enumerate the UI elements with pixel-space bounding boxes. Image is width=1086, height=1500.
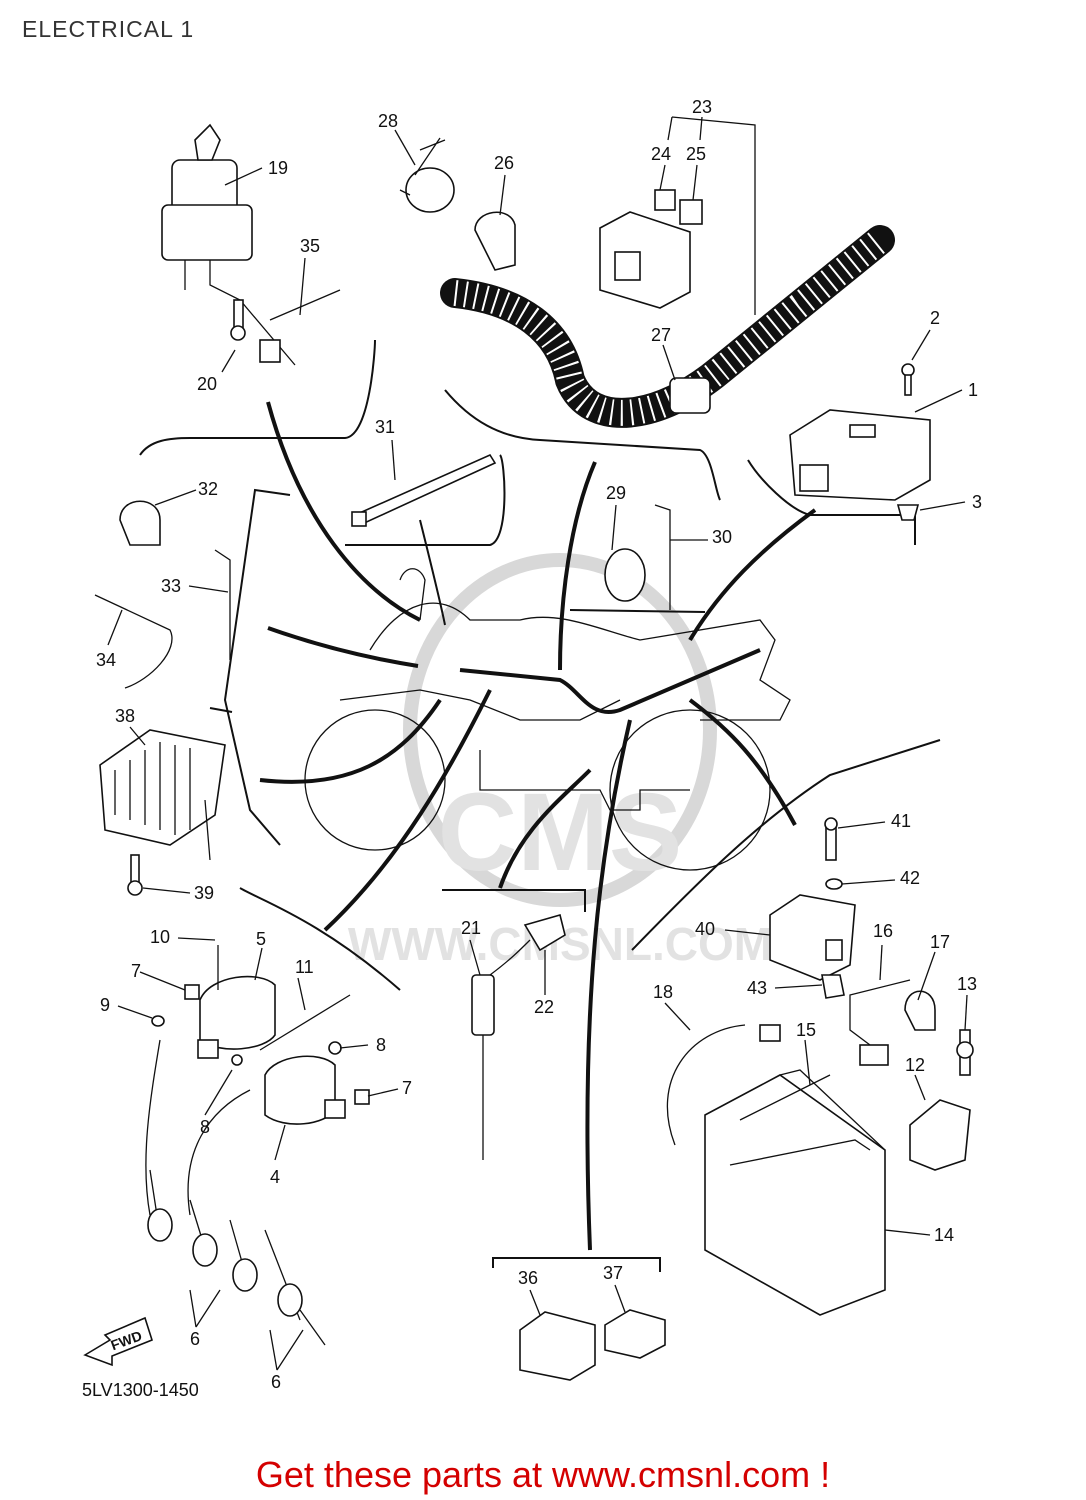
clip-32-part (119, 500, 161, 546)
ignition-coil-5-part (145, 945, 276, 1216)
starter-relay-12-part (909, 1099, 971, 1171)
cable-tie-11-part (259, 994, 351, 1051)
callout-11: 11 (295, 957, 314, 977)
callout-8b: 8 (200, 1117, 210, 1137)
diagram-code: 5LV1300-1450 (82, 1380, 199, 1400)
clamp-7b-part (354, 1089, 370, 1105)
callout-20: 20 (197, 374, 217, 394)
hose-clamp-part (399, 137, 455, 213)
nut-9-part (151, 1015, 165, 1027)
callout-40: 40 (695, 919, 715, 939)
callout-24: 24 (651, 144, 671, 164)
callout-6b: 6 (271, 1372, 281, 1392)
callout-15: 15 (796, 1020, 816, 1040)
callout-12: 12 (905, 1055, 925, 1075)
callout-7a: 7 (131, 961, 141, 981)
callout-37: 37 (603, 1263, 623, 1283)
connector-37-part (604, 1309, 666, 1359)
ignition-coil-4-part (187, 1055, 346, 1216)
callout-41: 41 (891, 811, 911, 831)
terminal-18-part (759, 1024, 781, 1042)
callout-31: 31 (375, 417, 395, 437)
callout-19: 19 (268, 158, 288, 178)
callout-18: 18 (653, 982, 673, 1002)
clamp-7a-part (184, 984, 200, 1000)
callout-29: 29 (606, 483, 626, 503)
callout-17: 17 (930, 932, 950, 952)
callout-35: 35 (300, 236, 320, 256)
cable-tie-30-part (654, 504, 671, 610)
holder-22-part (523, 914, 566, 952)
callout-34: 34 (96, 650, 116, 670)
relay-40-part (769, 894, 856, 981)
cdi-unit-part (789, 409, 931, 501)
callout-38: 38 (115, 706, 135, 726)
bolt-41-part (824, 817, 838, 861)
callout-42: 42 (900, 868, 920, 888)
callout-30: 30 (712, 527, 732, 547)
page-title: ELECTRICAL 1 (22, 16, 195, 42)
cable-tie-part (269, 289, 341, 321)
callout-6a: 6 (190, 1329, 200, 1349)
motorcycle-outline (304, 568, 791, 871)
callout-43: 43 (747, 978, 767, 998)
screw-part (901, 363, 915, 396)
ignition-switch-part (161, 123, 296, 366)
cable-tie-33-part (214, 549, 231, 660)
clamp-29-part (604, 548, 646, 602)
callout-14: 14 (934, 1225, 954, 1245)
callout-27: 27 (651, 325, 671, 345)
callout-28: 28 (378, 111, 398, 131)
fwd-arrow-icon: FWD (83, 1316, 153, 1367)
callout-32: 32 (198, 479, 218, 499)
callout-13: 13 (957, 974, 977, 994)
tube-clamp-part (669, 377, 711, 414)
clip-17-part (904, 990, 936, 1031)
callout-2: 2 (930, 308, 940, 328)
callout-7b: 7 (402, 1078, 412, 1098)
spark-plug-caps-part (147, 1169, 326, 1346)
callout-33: 33 (161, 576, 181, 596)
cap-16-part (859, 1044, 889, 1066)
clip-part (474, 211, 516, 271)
sensor-21-part (471, 939, 531, 1160)
callout-1: 1 (968, 380, 978, 400)
rectifier-regulator-part (99, 729, 226, 861)
callout-8a: 8 (376, 1035, 386, 1055)
watermark-brand: CMS (438, 771, 682, 894)
bolt-13-part (956, 1029, 974, 1076)
callout-36: 36 (518, 1268, 538, 1288)
callout-16: 16 (873, 921, 893, 941)
callout-23: 23 (692, 97, 712, 117)
callout-25: 25 (686, 144, 706, 164)
callout-21: 21 (461, 918, 481, 938)
callout-numbers: 1 2 3 4 5 6 6 7 7 8 8 9 10 11 12 13 14 1… (96, 97, 982, 1392)
callout-lines (107, 116, 968, 1371)
corrugated-tube-part (440, 225, 895, 428)
callout-26: 26 (494, 153, 514, 173)
callout-10: 10 (150, 927, 170, 947)
callout-39: 39 (194, 883, 214, 903)
group-brackets (139, 339, 941, 1272)
callout-4: 4 (270, 1167, 280, 1187)
washer-42-part (825, 878, 843, 890)
callout-22: 22 (534, 997, 554, 1017)
callout-9: 9 (100, 995, 110, 1015)
callout-3: 3 (972, 492, 982, 512)
bolt-39-part (127, 854, 143, 896)
grommet-part (896, 504, 920, 521)
fuse-box-part (599, 189, 703, 309)
callout-5: 5 (256, 929, 266, 949)
bolt-part (230, 299, 246, 341)
cable-tie-31-part (351, 453, 497, 527)
wiring-harness (259, 401, 817, 1251)
nut-43-part (821, 974, 845, 999)
cable-tie-34-part (94, 594, 173, 689)
lead-16-part (849, 979, 911, 1046)
battery-14-part (704, 1069, 886, 1316)
cable-18-part (666, 1024, 746, 1146)
relay-36-part (519, 1311, 596, 1381)
footer-link[interactable]: Get these parts at www.cmsnl.com ! (255, 1454, 831, 1495)
